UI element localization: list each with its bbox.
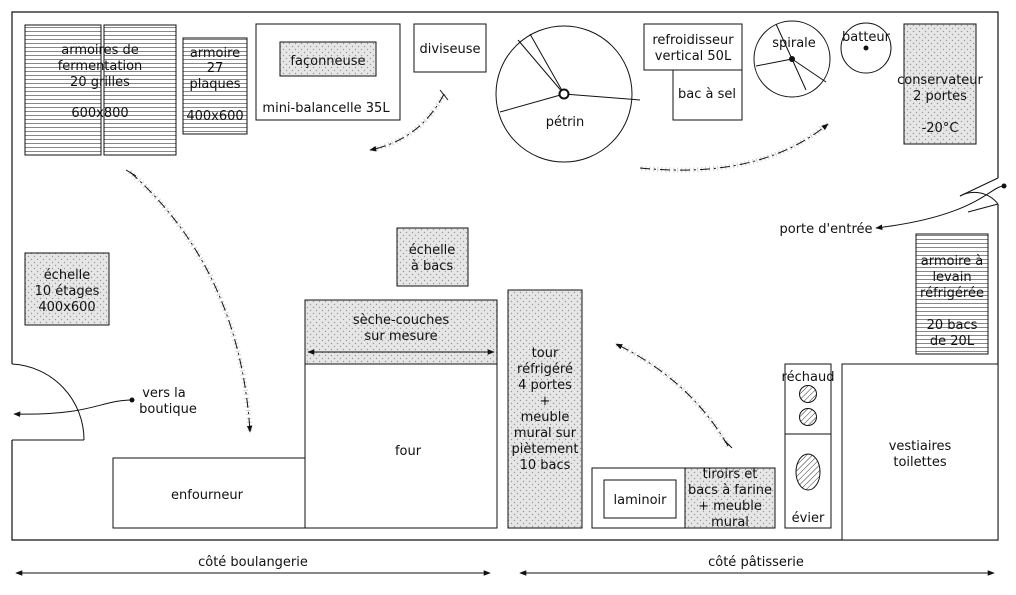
armoire-27-label-3: plaques xyxy=(189,77,240,92)
flow-arrow-4 xyxy=(615,343,729,447)
armoire-27-label-2: 27 xyxy=(207,61,224,76)
refroidisseur-label-1: refroidisseur xyxy=(652,33,734,48)
flow-swath-4 xyxy=(614,341,731,448)
seche-couches-label-2: sur mesure xyxy=(364,329,437,344)
tour-label-8: 10 bacs xyxy=(520,458,571,473)
armoires-fermentation-label-4: 600x800 xyxy=(71,106,128,121)
armoires-fermentation-label-3: 20 grilles xyxy=(70,75,130,90)
vestiaires-label-2: toilettes xyxy=(893,455,946,470)
armoire-27-plaques: armoire 27 plaques 400x600 xyxy=(182,37,248,135)
armoire-27-label-1: armoire xyxy=(190,46,240,61)
armoire-27-label-4: 400x600 xyxy=(186,109,243,124)
armoire-levain-label-3: réfrigérée xyxy=(920,286,984,301)
mini-balancelle-label: mini-balancelle 35L xyxy=(262,101,390,116)
echelle-bacs-label-1: échelle xyxy=(409,243,456,258)
petrin-label: pétrin xyxy=(546,115,585,130)
sink-basin xyxy=(795,453,821,491)
seche-couches: sèche-couches sur mesure xyxy=(304,299,498,365)
vestiaires-label-1: vestiaires xyxy=(889,439,952,454)
armoire-levain: armoire à levain réfrigérée 20 bacs de 2… xyxy=(915,233,989,355)
tour-refrigere: tour réfrigéré 4 portes + meuble mural s… xyxy=(507,289,583,529)
tour-label-1: tour xyxy=(532,346,559,361)
batteur-label: batteur xyxy=(842,30,891,45)
echelle-bacs-label-2: à bacs xyxy=(411,259,453,274)
faconneuse-label: façonneuse xyxy=(290,54,365,69)
cote-boulangerie-label: côté boulangerie xyxy=(198,555,308,570)
tour-label-5: meuble xyxy=(521,410,570,425)
boutique-leader: vers la boutique xyxy=(13,386,197,417)
rechaud-label: réchaud xyxy=(782,370,835,385)
burner-1 xyxy=(799,385,817,403)
spirale-label: spirale xyxy=(772,36,816,51)
vers-boutique-label-1: vers la xyxy=(142,386,186,401)
armoires-fermentation-label-1: armoires de xyxy=(61,43,139,58)
mini-balancelle: façonneuse mini-balancelle 35L xyxy=(255,23,401,121)
flow-arrow-3 xyxy=(639,123,829,171)
conservateur: conservateur 2 portes -20°C xyxy=(897,23,984,145)
entrance-door xyxy=(959,177,999,213)
conservateur-label-1: conservateur xyxy=(897,73,983,88)
vestiaires: vestiaires toilettes xyxy=(841,363,999,541)
vers-boutique-label-2: boutique xyxy=(139,402,197,417)
boutique-door xyxy=(11,363,85,441)
rechaud-evier: réchaud évier xyxy=(782,363,835,529)
four: four xyxy=(304,363,498,529)
flow-arrow-2 xyxy=(369,93,445,152)
tour-label-2: réfrigéré xyxy=(517,362,573,377)
flow-arrow-1 xyxy=(129,171,253,433)
spirale: spirale xyxy=(753,20,831,98)
diviseuse: diviseuse xyxy=(413,23,487,73)
echelle-10-label-2: 10 étages xyxy=(35,284,100,299)
armoires-fermentation-label-2: fermentation xyxy=(58,59,143,74)
four-label: four xyxy=(395,444,422,459)
armoire-levain-label-2: levain xyxy=(932,270,971,285)
enfourneur-label: enfourneur xyxy=(171,488,244,503)
evier-label: évier xyxy=(792,511,825,526)
conservateur-label-3: -20°C xyxy=(922,121,959,136)
bac-a-sel-label: bac à sel xyxy=(678,87,736,102)
tiroirs-label-3: + meuble xyxy=(698,499,762,514)
tiroirs-label-2: bacs à farine xyxy=(688,483,772,498)
armoires-fermentation: armoires de fermentation 20 grilles 600x… xyxy=(24,24,177,156)
flow-arrows xyxy=(125,89,830,449)
tour-label-3: 4 portes xyxy=(518,378,572,393)
tour-label-6: mural sur xyxy=(514,426,577,441)
bac-a-sel: bac à sel xyxy=(672,69,743,121)
armoire-levain-label-4: 20 bacs xyxy=(927,318,978,333)
porte-entree-label: porte d'entrée xyxy=(780,222,873,237)
batteur: batteur xyxy=(840,22,892,74)
side-indicators: côté boulangerie côté pâtisserie xyxy=(15,555,995,576)
laminoir-label: laminoir xyxy=(613,493,667,508)
armoire-levain-label-5: de 20L xyxy=(930,334,975,349)
tour-label-7: piètement xyxy=(512,442,579,457)
tiroirs-label-1: tiroirs et xyxy=(703,467,758,482)
petrin: pétrin xyxy=(495,25,641,163)
echelle-a-bacs: échelle à bacs xyxy=(396,227,469,287)
refroidisseur: refroidisseur vertical 50L xyxy=(643,23,743,71)
echelle-10-label-3: 400x600 xyxy=(38,300,95,315)
cote-patisserie-label: côté pâtisserie xyxy=(708,555,804,570)
refroidisseur-label-2: vertical 50L xyxy=(655,49,732,64)
flow-swath-3 xyxy=(639,122,830,173)
conservateur-label-2: 2 portes xyxy=(913,89,967,104)
armoire-levain-label-1: armoire à xyxy=(921,254,983,269)
diviseuse-label: diviseuse xyxy=(420,42,481,57)
laminoir-bench: laminoir xyxy=(591,467,686,529)
tiroirs-bacs-farine: tiroirs et bacs à farine + meuble mural xyxy=(684,467,776,530)
tiroirs-label-4: mural xyxy=(711,515,749,530)
seche-couches-label-1: sèche-couches xyxy=(353,313,450,328)
enfourneur: enfourneur xyxy=(112,457,306,529)
tour-label-4: + xyxy=(540,394,551,409)
echelle-10-label-1: échelle xyxy=(44,268,91,283)
echelle-10-etages: échelle 10 étages 400x600 xyxy=(24,252,110,326)
entrance-leader: porte d'entrée xyxy=(780,183,1007,237)
burner-2 xyxy=(799,408,817,426)
